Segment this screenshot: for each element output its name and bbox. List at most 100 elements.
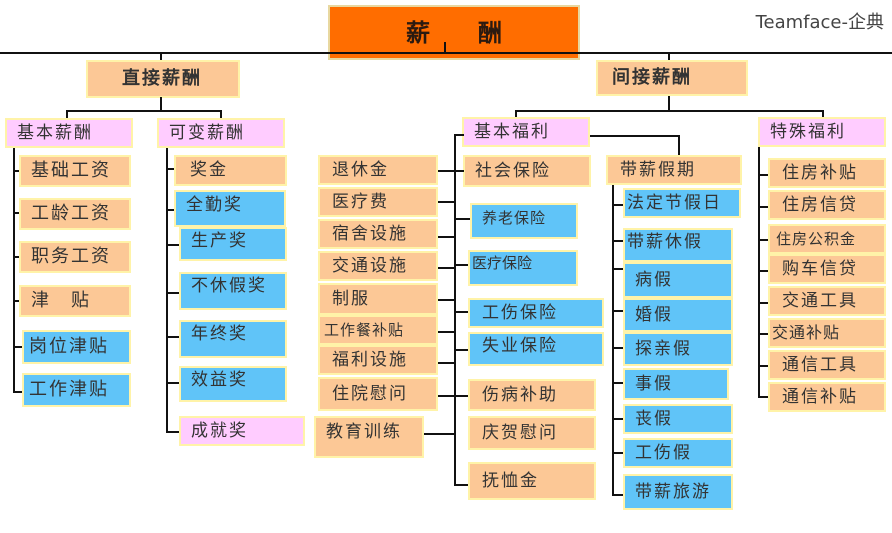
connector [515, 110, 823, 112]
special-welfare-item: 交通补贴 [768, 318, 886, 348]
basic-salary-item: 津 贴 [19, 285, 131, 317]
connector [444, 42, 446, 54]
connector [438, 299, 454, 301]
basic-welfare-right-item: 抚恤金 [468, 462, 596, 500]
connector [13, 300, 21, 302]
basic-welfare-right-item: 医疗保险 [468, 250, 578, 286]
connector [668, 96, 670, 110]
connector [438, 170, 454, 172]
connector [13, 346, 23, 348]
connector [0, 52, 892, 54]
paid-leave-item: 事假 [623, 368, 729, 400]
connector [758, 270, 768, 272]
paid-leave-item: 带薪旅游 [623, 474, 733, 510]
connector [13, 212, 21, 214]
special-welfare-node: 特殊福利 [758, 117, 886, 147]
connector [758, 396, 768, 398]
paid-leave-item: 丧假 [623, 404, 733, 434]
connector [758, 206, 768, 208]
indirect-compensation-node: 间接薪酬 [596, 60, 748, 96]
basic-welfare-right-item: 失业保险 [468, 332, 604, 366]
connector [678, 135, 680, 155]
special-welfare-item: 通信补贴 [768, 382, 886, 412]
connector [612, 347, 623, 349]
paid-leave-node: 带薪假期 [606, 155, 742, 185]
connector [166, 382, 180, 384]
variable-salary-item: 年终奖 [179, 320, 287, 358]
basic-salary-item: 工龄工资 [19, 198, 131, 230]
connector [758, 147, 760, 397]
connector [160, 97, 162, 111]
connector [758, 333, 768, 335]
connector [424, 433, 454, 435]
special-welfare-item: 住房信贷 [768, 190, 886, 220]
variable-salary-item: 奖金 [174, 155, 287, 186]
basic-welfare-left-item: 教育训练 [314, 416, 424, 458]
special-welfare-item: 住房补贴 [768, 158, 886, 188]
connector [454, 395, 468, 397]
special-welfare-item: 交通工具 [768, 286, 886, 316]
basic-salary-item: 工作津贴 [22, 373, 131, 407]
connector [612, 268, 623, 270]
connector [438, 201, 454, 203]
connector [454, 349, 468, 351]
connector [220, 110, 222, 120]
basic-welfare-right-item: 社会保险 [463, 155, 591, 187]
basic-welfare-left-item: 制服 [318, 283, 438, 315]
variable-salary-item: 不休假奖 [179, 272, 287, 310]
connector [438, 331, 454, 333]
basic-welfare-right-item: 工伤保险 [468, 298, 604, 328]
connector [590, 135, 680, 137]
connector [758, 174, 768, 176]
special-welfare-item: 通信工具 [768, 350, 886, 380]
connector [612, 240, 623, 242]
connector [454, 311, 468, 313]
connector [612, 310, 623, 312]
connector [758, 239, 768, 241]
basic-welfare-left-item: 退休金 [318, 155, 438, 185]
basic-welfare-left-item: 宿舍设施 [318, 219, 438, 249]
connector [438, 267, 454, 269]
connector [612, 204, 623, 206]
connector [822, 110, 824, 118]
paid-leave-item: 带薪休假 [623, 228, 733, 262]
connector [13, 256, 21, 258]
connector [13, 170, 21, 172]
connector [454, 264, 468, 266]
paid-leave-item: 病假 [623, 262, 733, 298]
connector [515, 110, 517, 118]
variable-salary-item: 效益奖 [179, 366, 287, 402]
paid-leave-item: 探亲假 [623, 332, 733, 366]
connector [166, 148, 168, 433]
connector [454, 170, 464, 172]
connector [612, 185, 614, 495]
connector [166, 431, 180, 433]
connector [612, 494, 623, 496]
connector [438, 362, 454, 364]
connector [612, 382, 623, 384]
direct-compensation-node: 直接薪酬 [86, 60, 240, 98]
basic-welfare-right-item: 养老保险 [470, 203, 578, 239]
basic-salary-item: 职务工资 [19, 241, 131, 273]
connector [454, 218, 470, 220]
connector [166, 292, 180, 294]
root-node: 薪 酬 [328, 5, 580, 60]
connector [454, 484, 468, 486]
basic-salary-item: 基础工资 [19, 155, 131, 187]
brand-label: Teamface-企典 [755, 12, 884, 33]
connector [438, 236, 454, 238]
variable-salary-item: 生产奖 [179, 227, 287, 261]
special-welfare-item: 住房公积金 [768, 224, 886, 254]
basic-welfare-right-item: 伤病补助 [468, 379, 596, 411]
connector [454, 134, 456, 486]
connector [66, 110, 68, 120]
variable-salary-item: 全勤奖 [174, 190, 286, 227]
connector [66, 110, 222, 112]
basic-welfare-left-item: 医疗费 [318, 187, 438, 217]
connector [612, 452, 623, 454]
connector [166, 168, 176, 170]
special-welfare-item: 购车信贷 [768, 254, 886, 284]
variable-salary-node: 可变薪酬 [157, 118, 285, 148]
basic-welfare-left-item: 住院慰问 [318, 377, 438, 411]
basic-salary-node: 基本薪酬 [5, 118, 133, 148]
